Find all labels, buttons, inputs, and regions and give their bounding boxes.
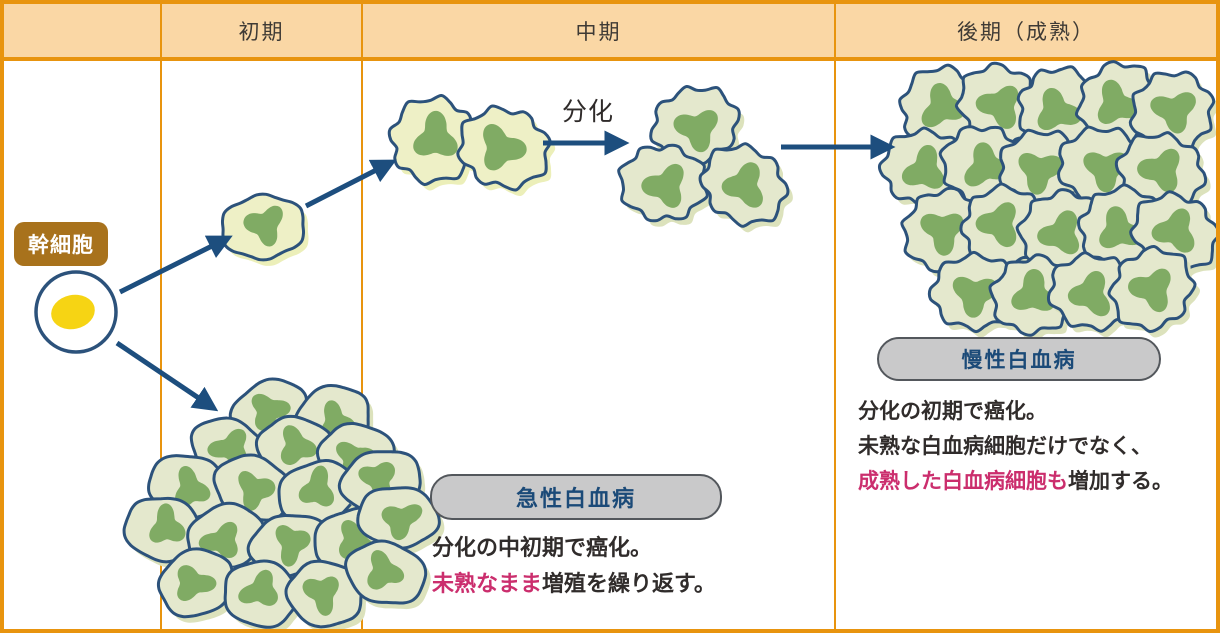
- column-divider-2: [361, 61, 363, 629]
- chronic-description-line3: 成熟した白血病細胞も増加する。: [858, 465, 1173, 495]
- differentiated-cell-trio-illustration: [617, 84, 793, 233]
- arrow-stem-to-immature: [115, 340, 219, 412]
- mid-stage-cell-pair-illustration: [387, 93, 556, 197]
- stem-cell-label: 幹細胞: [14, 222, 108, 266]
- header-divider: [361, 4, 363, 57]
- acute-leukemia-badge: 急性白血病: [430, 474, 722, 520]
- chronic-highlight-text: 成熟した白血病細胞も: [858, 470, 1068, 493]
- chronic-leukemia-badge: 慢性白血病: [877, 337, 1161, 381]
- acute-highlight-text: 未熟なまま: [432, 571, 543, 596]
- column-divider-3: [834, 61, 836, 629]
- chronic-rest-text: 増加する。: [1068, 470, 1173, 493]
- differentiation-label: 分化: [561, 98, 614, 126]
- stem-cell-icon: [34, 270, 118, 354]
- immature-cell-mass-illustration: [122, 377, 445, 629]
- acute-rest-text: 増殖を繰り返す。: [542, 571, 716, 596]
- header-divider: [834, 4, 836, 57]
- acute-description-line2: 未熟なまま増殖を繰り返す。: [432, 566, 716, 598]
- acute-description-line1: 分化の中初期で癌化。: [432, 535, 653, 560]
- header-cell-late-stage: 後期（成熟）: [957, 20, 1095, 44]
- header-divider: [160, 4, 162, 57]
- early-stage-cell-illustration: [220, 192, 309, 266]
- arrow-early-to-mid: [304, 159, 397, 209]
- header-cell-empty: [4, 4, 160, 57]
- stage-header-row: 初期 中期 後期（成熟）: [4, 4, 1216, 61]
- chronic-description-line2: 未熟な白血病細胞だけでなく、: [858, 435, 1152, 458]
- mature-cell-mass-illustration: [877, 60, 1216, 342]
- arrow-stem-to-early: [118, 235, 233, 295]
- header-cell-middle-stage: 中期: [575, 20, 622, 44]
- header-cell-early-stage: 初期: [238, 20, 285, 44]
- chronic-description-line1: 分化の初期で癌化。: [858, 400, 1047, 423]
- column-divider-1: [160, 61, 162, 629]
